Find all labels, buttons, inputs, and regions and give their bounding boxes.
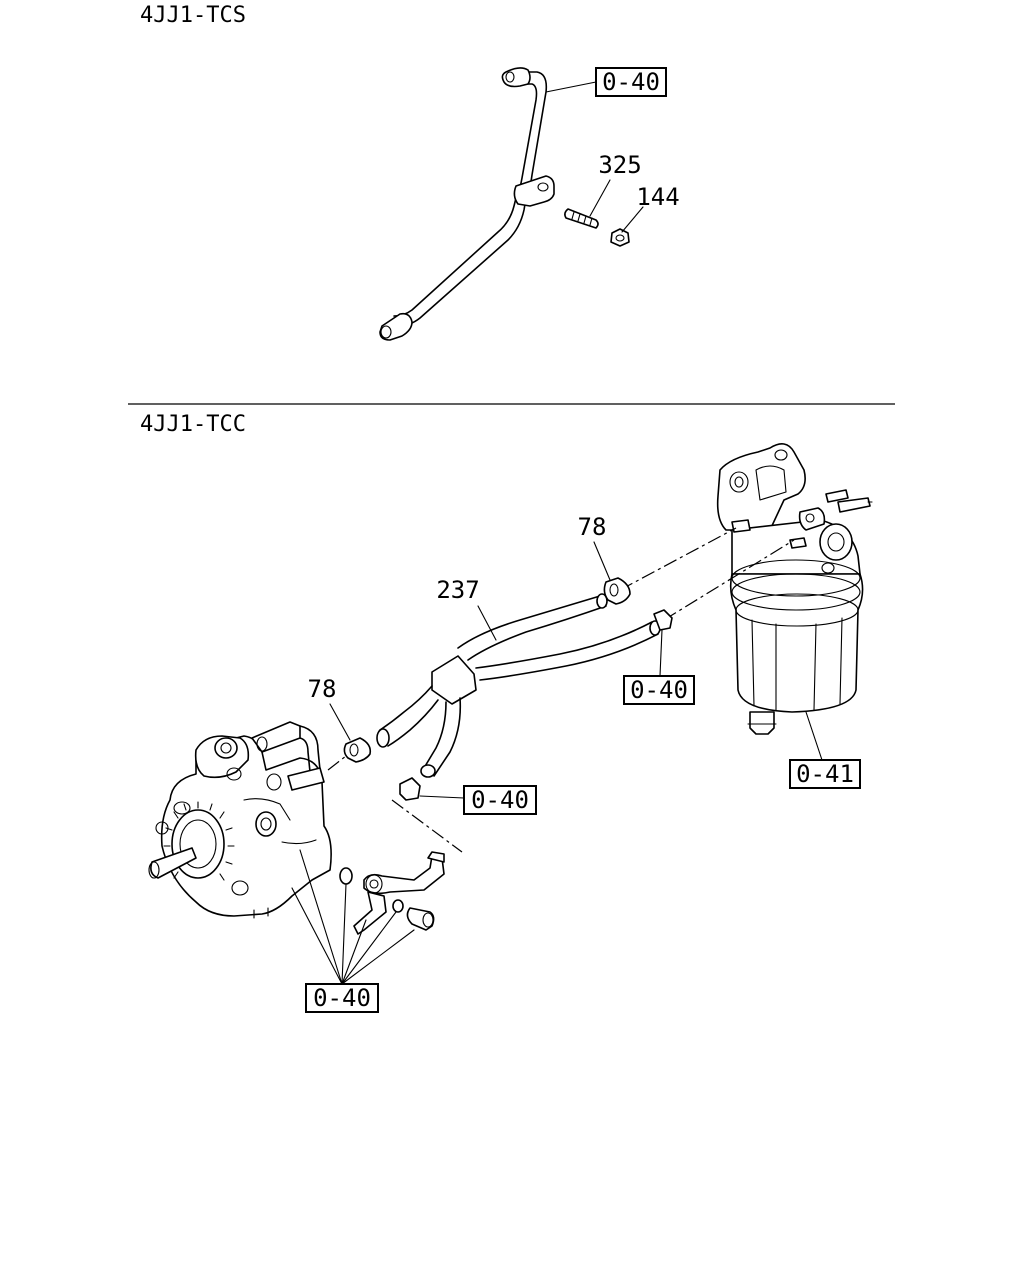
nut-part bbox=[610, 228, 630, 247]
section-title-tcs: 4JJ1-TCS bbox=[140, 3, 246, 28]
leader-stud bbox=[589, 179, 611, 217]
fuel-hose bbox=[376, 593, 661, 778]
callout-box-pump-fitting bbox=[463, 785, 537, 815]
leader-clip-left bbox=[329, 703, 351, 741]
callout-tcs-pipe: 0-40 bbox=[602, 68, 660, 96]
fuel-filter-assembly bbox=[716, 443, 873, 735]
callout-hose: 237 bbox=[436, 576, 479, 604]
callout-box-clip-ref bbox=[623, 675, 695, 705]
fuel-pump-assembly bbox=[148, 721, 332, 919]
clip-small bbox=[653, 609, 673, 631]
callout-nut: 144 bbox=[636, 183, 679, 211]
dashline-filter-lower bbox=[663, 539, 795, 621]
callout-filter: 0-41 bbox=[796, 760, 854, 788]
dashline-pump-clip bbox=[327, 755, 347, 771]
callout-box-pump-parts bbox=[305, 983, 379, 1013]
pump-small-parts bbox=[339, 851, 445, 935]
callout-stud: 325 bbox=[598, 151, 641, 179]
tcs-fuel-pipe bbox=[379, 67, 555, 341]
leader-nut bbox=[621, 206, 644, 233]
section-title-tcc: 4JJ1-TCC bbox=[140, 412, 246, 437]
callout-box-filter bbox=[789, 759, 861, 789]
leader-pump-fitting bbox=[419, 795, 465, 799]
clip-left bbox=[343, 737, 372, 763]
stud-part bbox=[564, 208, 599, 229]
dashline-pump-pipe bbox=[391, 799, 463, 853]
dashline-filter-upper bbox=[619, 527, 737, 591]
leader-filter bbox=[805, 711, 823, 761]
pump-fitting-cap bbox=[399, 777, 421, 801]
leader-tcs-pipe bbox=[545, 81, 597, 93]
callout-clip-ref: 0-40 bbox=[630, 676, 688, 704]
callout-pump-fitting: 0-40 bbox=[471, 786, 529, 814]
callout-pump-parts: 0-40 bbox=[313, 984, 371, 1012]
clip-upper bbox=[603, 577, 631, 605]
leader-clip-ref bbox=[659, 629, 663, 677]
callout-clip-upper: 78 bbox=[578, 513, 607, 541]
leaders-pump-parts bbox=[291, 849, 415, 985]
callout-clip-left: 78 bbox=[308, 675, 337, 703]
callout-box-tcs-pipe bbox=[595, 67, 667, 97]
leader-hose bbox=[477, 605, 497, 641]
leader-clip-upper bbox=[593, 541, 611, 581]
